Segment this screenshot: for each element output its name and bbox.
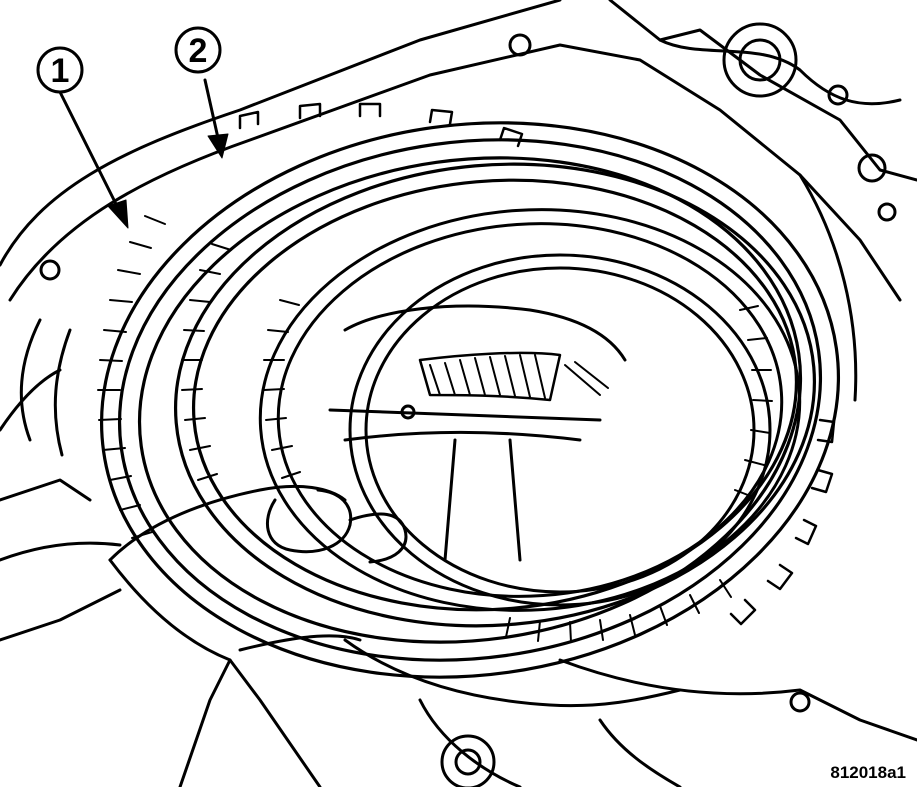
technician-hand bbox=[0, 484, 682, 787]
outer-disc-lugs bbox=[238, 102, 836, 626]
callout-2-number: 2 bbox=[189, 32, 208, 70]
inner-disc-teeth bbox=[263, 299, 773, 643]
callout-2-circle bbox=[174, 26, 222, 74]
clutch-disc bbox=[100, 121, 840, 679]
clutch-plate-teeth bbox=[181, 243, 232, 481]
callout-2-leader bbox=[203, 78, 220, 140]
callout-1-leader bbox=[58, 90, 120, 210]
figure-id-label: 812018a1 bbox=[830, 763, 906, 782]
clutch-hub bbox=[328, 304, 627, 562]
callout-1-arrowhead bbox=[107, 199, 129, 229]
callout-1-number: 1 bbox=[51, 52, 70, 90]
callout-1-circle bbox=[36, 46, 84, 94]
inner-clutch-discs bbox=[258, 208, 802, 612]
callout-2-arrowhead bbox=[207, 133, 229, 159]
